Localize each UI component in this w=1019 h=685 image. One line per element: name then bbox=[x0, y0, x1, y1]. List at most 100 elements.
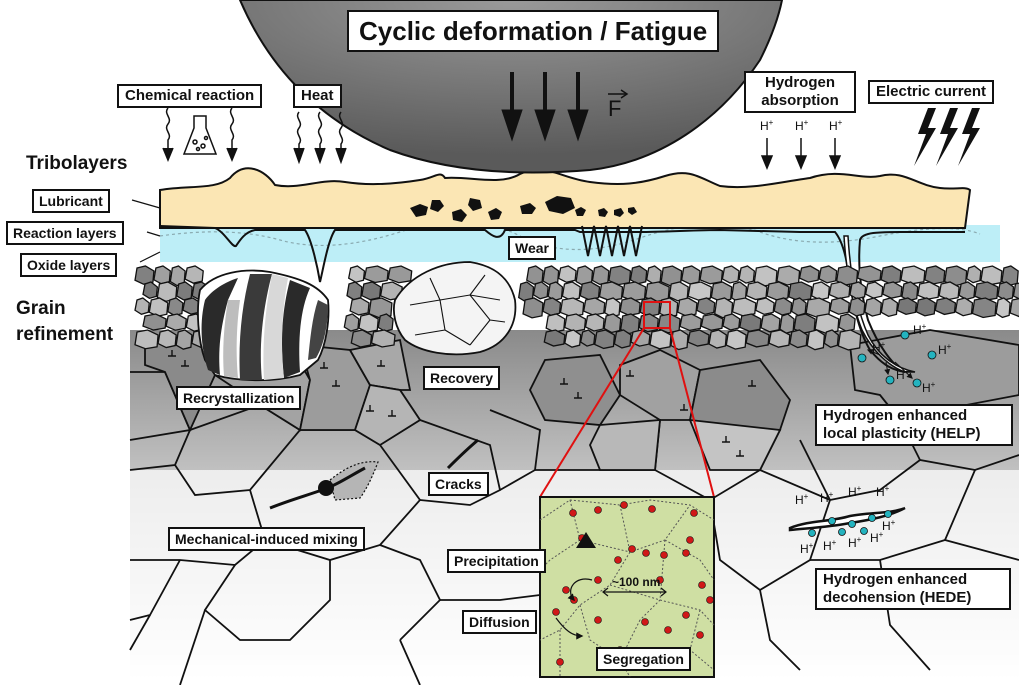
fine-grain bbox=[638, 313, 659, 333]
fine-grain bbox=[157, 329, 177, 349]
fine-grain bbox=[343, 313, 360, 332]
hydrogen-ion-label: H+ bbox=[848, 484, 862, 499]
chemical-reaction-label: Chemical reaction bbox=[117, 84, 263, 108]
fine-grain-layer bbox=[134, 265, 1019, 351]
cracks-label: Cracks bbox=[428, 472, 489, 496]
fine-grain bbox=[167, 297, 184, 317]
fine-grain bbox=[557, 265, 577, 284]
hydrogen-ion-label: H+ bbox=[882, 518, 896, 533]
fine-grain bbox=[848, 297, 866, 317]
hydrogen-ion-label: H+ bbox=[938, 342, 952, 357]
fine-grain bbox=[629, 265, 648, 285]
fine-grain bbox=[687, 281, 713, 301]
fine-grain bbox=[542, 297, 562, 316]
chemical-arrows bbox=[162, 107, 238, 162]
fine-grain bbox=[745, 281, 768, 301]
fine-grain bbox=[710, 281, 733, 302]
recrystallization-bands bbox=[201, 274, 328, 380]
fine-grain bbox=[350, 329, 373, 348]
mixing-particle bbox=[318, 480, 334, 496]
mechanical-mixing-label: Mechanical-induced mixing bbox=[168, 527, 365, 551]
fine-grain bbox=[829, 297, 851, 315]
reaction-layers-label: Reaction layers bbox=[6, 221, 124, 245]
fine-grain bbox=[668, 281, 689, 302]
wear-debris bbox=[410, 196, 637, 222]
fine-grain bbox=[760, 313, 781, 333]
help-label: Hydrogen enhanced local plasticity (HELP… bbox=[815, 404, 1013, 446]
fine-grain bbox=[818, 265, 838, 284]
fine-grain bbox=[974, 281, 999, 301]
fine-grain bbox=[584, 313, 605, 332]
fine-grain bbox=[645, 265, 662, 285]
fine-grain bbox=[676, 297, 698, 317]
fine-grain bbox=[731, 297, 757, 317]
fine-grain bbox=[849, 281, 867, 300]
fine-grain bbox=[901, 281, 919, 302]
precipitate-triangle bbox=[576, 532, 596, 548]
force-vector-arrow bbox=[608, 89, 629, 99]
fine-grain bbox=[896, 297, 918, 316]
fine-grain bbox=[153, 265, 172, 285]
fine-grain bbox=[564, 329, 582, 348]
fine-grain bbox=[679, 313, 703, 332]
fine-grain bbox=[696, 297, 716, 316]
fine-grain bbox=[142, 281, 159, 300]
segregation-label: Segregation bbox=[596, 647, 691, 671]
fine-grain bbox=[755, 297, 775, 316]
fine-grain bbox=[613, 329, 632, 349]
fine-grain bbox=[649, 329, 672, 350]
fine-grain bbox=[917, 281, 940, 300]
fine-grain bbox=[722, 313, 741, 331]
precipitation-label: Precipitation bbox=[447, 549, 546, 573]
fine-grain bbox=[522, 297, 544, 319]
fine-grain bbox=[900, 265, 926, 285]
fine-grain bbox=[837, 329, 862, 351]
fine-grain bbox=[142, 313, 167, 331]
fine-grain bbox=[788, 281, 813, 302]
fine-grain bbox=[864, 281, 884, 299]
fine-grain bbox=[965, 265, 982, 284]
fine-grain bbox=[798, 265, 820, 283]
fine-grain bbox=[184, 265, 204, 284]
fine-grain bbox=[773, 297, 793, 316]
hydrogen-ion-label: H+ bbox=[760, 118, 774, 133]
fine-grain bbox=[882, 281, 903, 299]
fine-grain bbox=[806, 329, 826, 351]
fine-grain bbox=[924, 265, 946, 285]
fine-grain bbox=[547, 281, 564, 302]
fine-grain bbox=[1009, 298, 1019, 318]
hydrogen-ion-label: H+ bbox=[823, 538, 837, 553]
fine-grain bbox=[579, 329, 596, 347]
hydrogen-ion-label: H+ bbox=[876, 484, 890, 499]
hydrogen-ion-label: H+ bbox=[800, 541, 814, 556]
recrystallization-label: Recrystallization bbox=[176, 386, 302, 410]
fine-grain bbox=[828, 281, 851, 300]
fine-grain bbox=[543, 329, 566, 347]
fine-grain bbox=[561, 281, 581, 301]
fine-grain bbox=[915, 297, 936, 317]
fine-grain bbox=[603, 313, 622, 334]
hydrogen-absorption-arrows bbox=[760, 138, 842, 170]
fine-grain bbox=[358, 313, 379, 333]
recovery-grain bbox=[392, 261, 517, 356]
help-ion-arrows bbox=[866, 349, 913, 379]
force-symbol: F bbox=[608, 96, 622, 121]
fine-grain bbox=[838, 313, 856, 332]
fine-grain bbox=[175, 329, 193, 350]
fine-grain bbox=[995, 297, 1011, 319]
hede-hydrogen-ions bbox=[808, 510, 892, 537]
fine-grain bbox=[814, 313, 840, 334]
reaction-layer-line bbox=[159, 221, 981, 251]
fine-grain bbox=[954, 297, 974, 317]
fine-grain bbox=[1012, 282, 1019, 300]
fine-grain bbox=[934, 297, 957, 316]
fine-grain bbox=[721, 265, 740, 284]
fine-grain bbox=[856, 265, 882, 283]
fine-grain bbox=[700, 313, 724, 331]
fine-grain bbox=[387, 265, 413, 284]
fine-grain bbox=[598, 281, 624, 302]
grain-crack bbox=[446, 438, 479, 470]
fine-grain bbox=[134, 329, 159, 350]
inset-scale-label: ~100 nm bbox=[612, 575, 661, 589]
title-label: Cyclic deformation / Fatigue bbox=[347, 10, 720, 52]
